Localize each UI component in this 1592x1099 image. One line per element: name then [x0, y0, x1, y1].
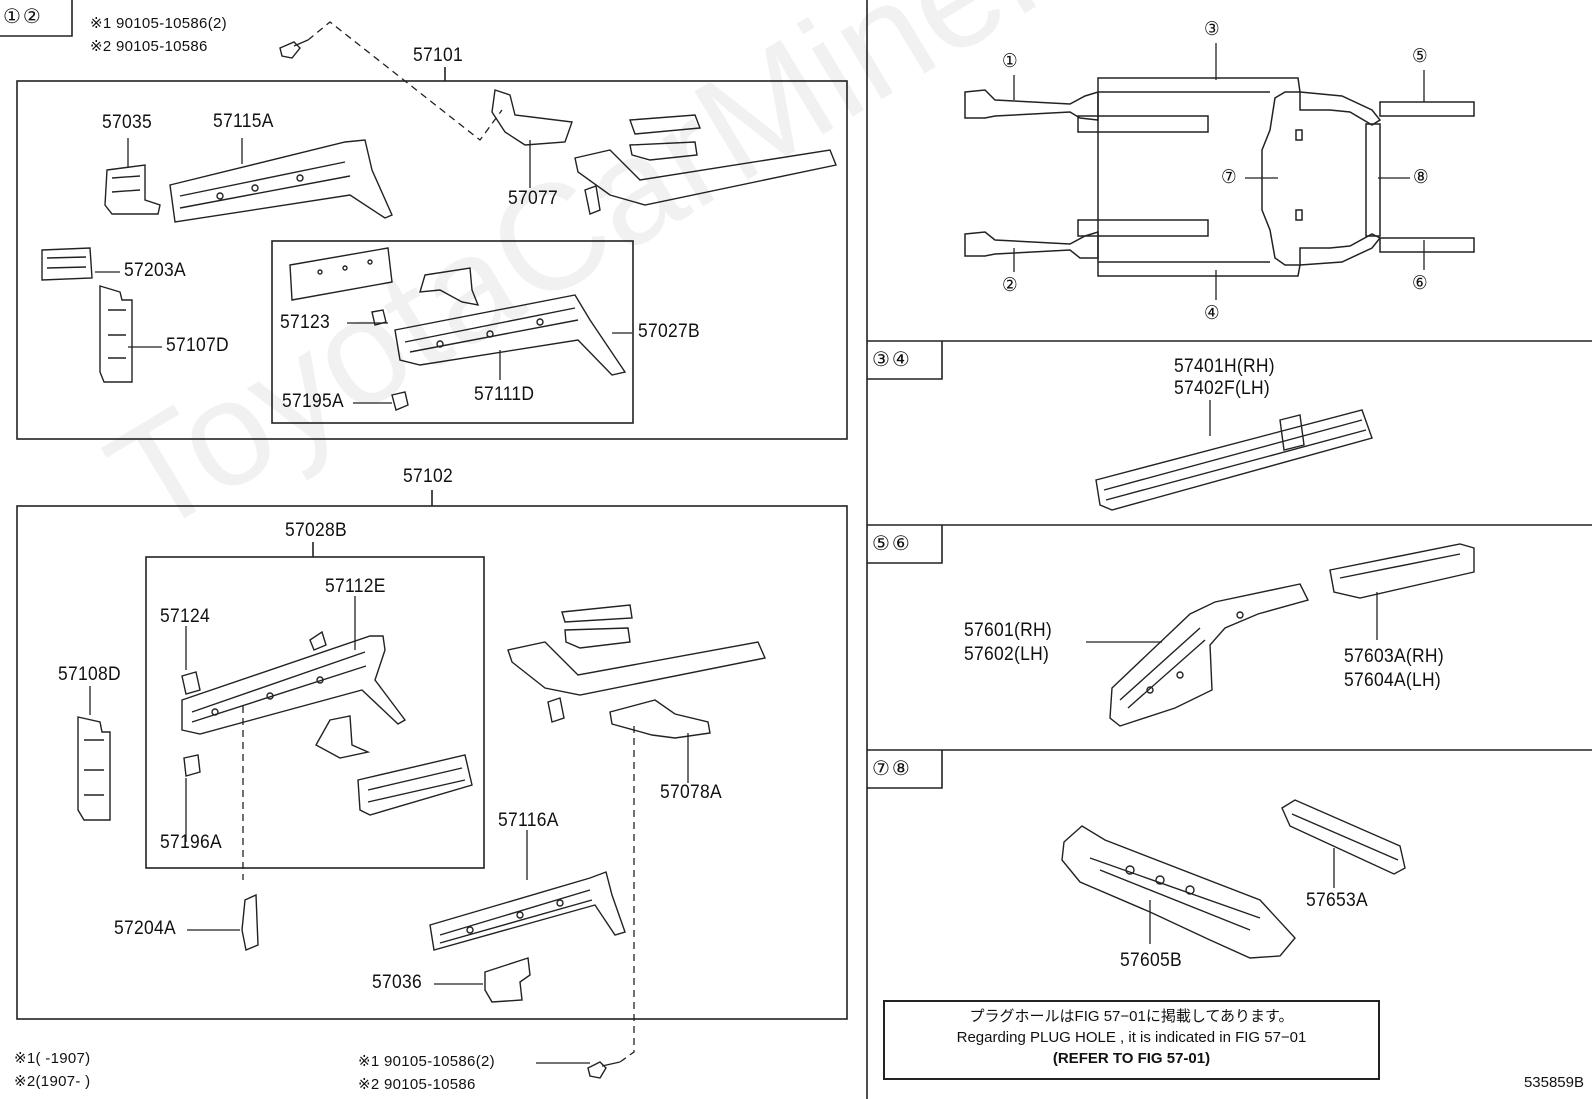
panel-header-12: ①② [3, 6, 43, 28]
bolt-spec-bottom-2: ※2 90105-10586 [358, 1076, 476, 1093]
part-label-57402F: 57402F(LH) [1174, 378, 1271, 399]
part-label-57036: 57036 [372, 972, 422, 993]
panel-header-78: ⑦⑧ [872, 758, 912, 780]
part-label-57401H: 57401H(RH) [1174, 356, 1275, 377]
callout-7: ⑦ [1221, 167, 1237, 188]
part-label-57604A: 57604A(LH) [1344, 670, 1442, 691]
part-label-57653A: 57653A [1306, 890, 1368, 911]
footnote-2: ※2(1907- ) [14, 1073, 91, 1090]
part-label-57124: 57124 [160, 606, 210, 627]
part-label-57077: 57077 [508, 188, 558, 209]
group-label-57028B: 57028B [285, 520, 347, 541]
part-label-57112E: 57112E [325, 576, 386, 597]
part-label-57108D: 57108D [58, 664, 121, 685]
part-label-57107D: 57107D [166, 335, 229, 356]
note-line-ja: プラグホールはFIG 57−01に掲載してあります。 [969, 1008, 1294, 1025]
note-line-en: Regarding PLUG HOLE , it is indicated in… [956, 1029, 1307, 1046]
plug-hole-note: プラグホールはFIG 57−01に掲載してあります。 Regarding PLU… [883, 1000, 1380, 1080]
panel-header-34: ③④ [872, 349, 912, 371]
callout-3: ③ [1204, 19, 1220, 40]
part-label-57123: 57123 [280, 312, 330, 333]
part-label-57196A: 57196A [160, 832, 222, 853]
part-label-57078A: 57078A [660, 782, 722, 803]
drawing-code: 535859B [1523, 1074, 1584, 1091]
part-label-57204A: 57204A [114, 918, 176, 939]
bolt-spec-top-1: ※1 90105-10586(2) [90, 15, 227, 32]
part-label-57603A: 57603A(RH) [1344, 646, 1444, 667]
part-label-57601: 57601(RH) [964, 620, 1052, 641]
note-line-ref: (REFER TO FIG 57-01) [1052, 1050, 1211, 1067]
part-label-57116A: 57116A [498, 810, 559, 831]
part-label-57195A: 57195A [282, 391, 344, 412]
panel-header-56: ⑤⑥ [872, 533, 912, 555]
footnote-1: ※1( -1907) [14, 1050, 91, 1067]
callout-8: ⑧ [1413, 167, 1429, 188]
group-label-57102: 57102 [403, 466, 453, 487]
group-label-57101: 57101 [413, 45, 463, 66]
callout-1: ① [1002, 51, 1018, 72]
callout-2: ② [1002, 275, 1018, 296]
part-label-57111D: 57111D [474, 384, 535, 405]
part-label-57115A: 57115A [213, 111, 274, 132]
callout-4: ④ [1204, 303, 1220, 324]
part-label-57605B: 57605B [1120, 950, 1182, 971]
callout-6: ⑥ [1412, 273, 1428, 294]
part-label-57602: 57602(LH) [964, 644, 1050, 665]
bolt-spec-bottom-1: ※1 90105-10586(2) [358, 1053, 495, 1070]
group-label-57027B: 57027B [638, 321, 700, 342]
part-label-57203A: 57203A [124, 260, 186, 281]
bolt-spec-top-2: ※2 90105-10586 [90, 38, 208, 55]
part-label-57035: 57035 [102, 112, 152, 133]
callout-5: ⑤ [1412, 46, 1428, 67]
